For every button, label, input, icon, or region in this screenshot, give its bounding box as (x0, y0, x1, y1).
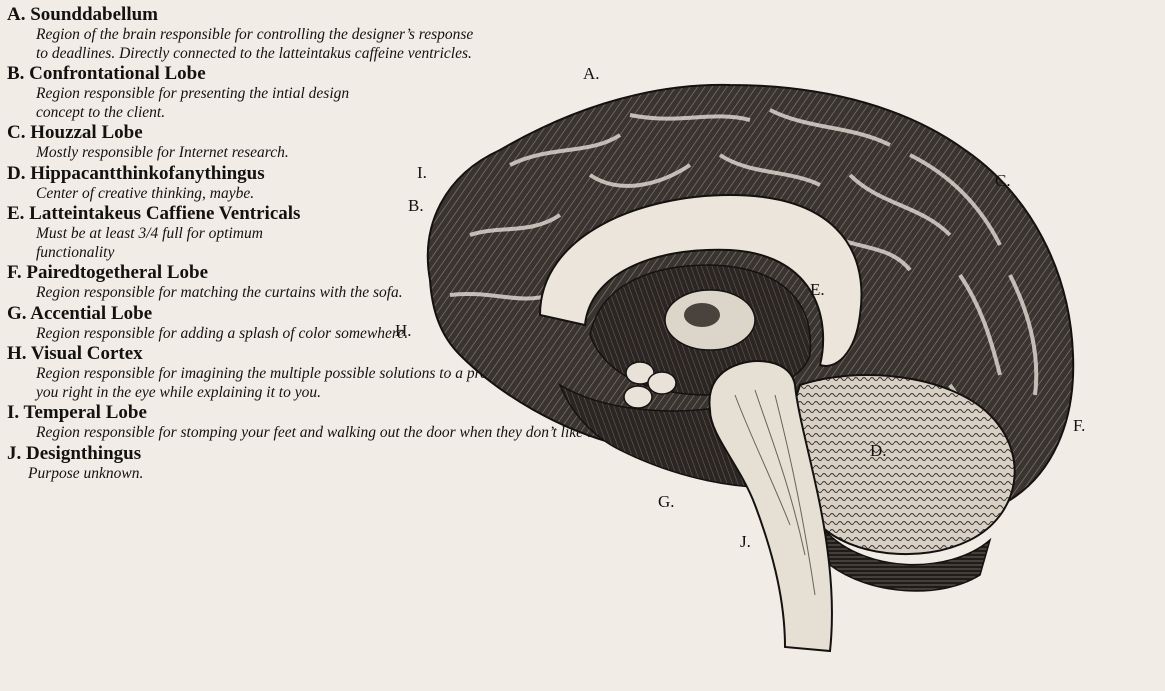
legend-entry-j: J. Designthingus Purpose unknown. (7, 443, 747, 484)
legend: A. Sounddabellum Region of the brain res… (7, 4, 747, 483)
legend-description: Center of creative thinking, maybe. (36, 184, 255, 202)
brain-svg (426, 83, 1075, 653)
legend-title: E. Latteintakeus Caffiene Ventricals (7, 203, 301, 224)
legend-description: Region responsible for adding a splash o… (36, 324, 409, 342)
legend-title: G. Accential Lobe (7, 302, 153, 324)
callout-g: G. (658, 492, 675, 511)
callout-d: D. (870, 441, 887, 460)
legend-title: A. Sounddabellum (7, 4, 159, 25)
cerebellum-base (819, 524, 992, 592)
legend-description: Region responsible for matching the curt… (36, 284, 403, 301)
thalamus-core (684, 303, 720, 327)
callout-h: H. (395, 321, 412, 340)
pituitary-lobes (623, 361, 677, 409)
callout-c: C. (995, 171, 1011, 190)
legend-entry-a: A. Sounddabellum Region of the brain res… (7, 4, 747, 63)
callout-i: I. (417, 163, 427, 182)
legend-description: Purpose unknown. (28, 464, 144, 482)
legend-entry-i: I. Temperal Lobe Region responsible for … (7, 402, 747, 443)
callout-j: J. (740, 532, 751, 551)
legend-title: C. Houzzal Lobe (7, 122, 143, 143)
legend-title: F. Pairedtogetheral Lobe (7, 262, 209, 283)
legend-entry-g: G. Accential Lobe Region responsible for… (7, 303, 747, 344)
legend-description: Mostly responsible for Internet research… (36, 144, 289, 161)
legend-entry-b: B. Confrontational Lobe Region responsib… (7, 63, 747, 122)
brain-stem (708, 360, 833, 653)
legend-title: H. Visual Cortex (7, 343, 143, 364)
brain-illustration: A. B. C. D. E. F. G. H. I. J. (390, 55, 1165, 691)
legend-entry-f: F. Pairedtogetheral Lobe Region responsi… (7, 262, 747, 303)
legend-entry-c: C. Houzzal Lobe Mostly responsible for I… (7, 122, 747, 163)
callout-a: A. (583, 64, 600, 83)
legend-title: B. Confrontational Lobe (7, 63, 206, 84)
legend-description: Region of the brain responsible for cont… (36, 26, 474, 62)
corpus-callosum (538, 193, 863, 367)
callout-e: E. (810, 280, 825, 299)
legend-description: Region responsible for presenting the in… (36, 85, 350, 121)
legend-description: Region responsible for stomping your fee… (36, 424, 655, 441)
legend-entry-e: E. Latteintakeus Caffiene Ventricals Mus… (7, 203, 747, 262)
brain-stem-lines (734, 389, 816, 596)
legend-description: Must be at least 3/4 full for optimum fu… (36, 225, 263, 261)
callout-b: B. (408, 196, 424, 215)
legend-title: I. Temperal Lobe (7, 402, 147, 423)
legend-title: D. Hippacantthinkofanythingus (7, 162, 265, 184)
legend-entry-d: D. Hippacantthinkofanythingus Center of … (7, 163, 747, 204)
callout-f: F. (1073, 416, 1086, 435)
legend-title: J. Designthingus (7, 442, 142, 464)
